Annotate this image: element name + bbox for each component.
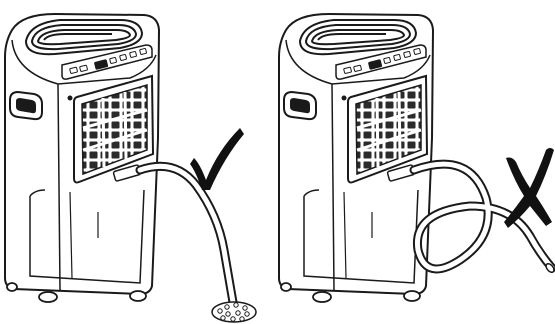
dehumidifier-right xyxy=(277,12,435,304)
dehumidifier-left xyxy=(3,12,161,304)
floor-drain-icon xyxy=(211,301,257,323)
check-mark-icon xyxy=(190,128,244,190)
panel-incorrect xyxy=(277,12,555,304)
panel-correct xyxy=(3,12,257,323)
drain-hose-looped xyxy=(409,159,555,274)
drain-hose-straight xyxy=(135,161,239,313)
cross-mark-icon xyxy=(504,148,554,228)
